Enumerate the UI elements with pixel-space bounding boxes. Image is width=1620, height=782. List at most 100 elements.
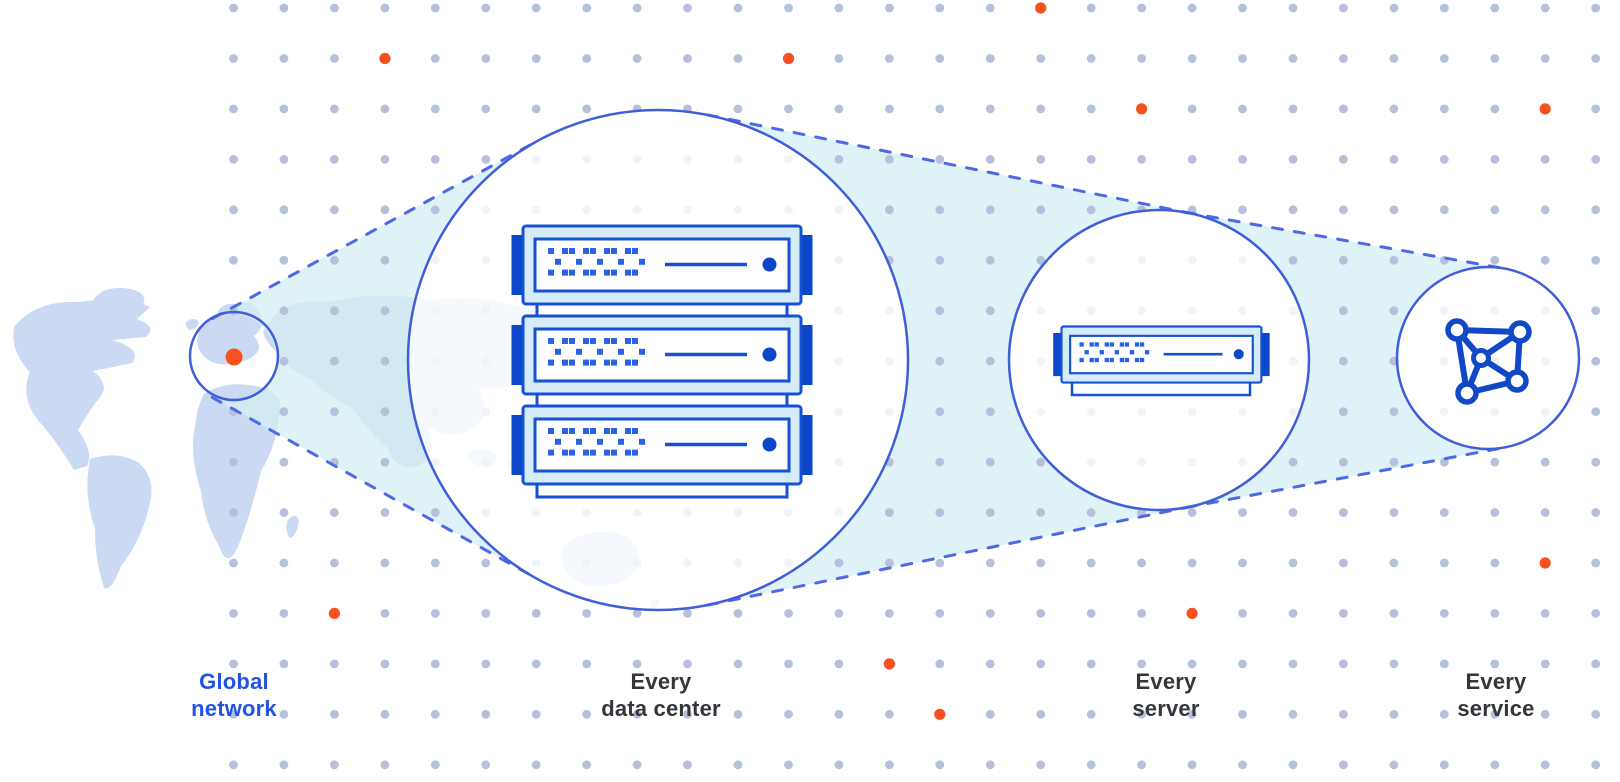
dashed-line-1-bottom — [210, 395, 539, 581]
grid-dot — [1540, 155, 1550, 164]
grid-dot — [1036, 54, 1046, 63]
grid-dot — [1591, 760, 1601, 770]
accent-dot — [1035, 2, 1047, 14]
grid-dot — [1288, 709, 1298, 719]
zoom-cone-segment-2 — [707, 115, 1189, 605]
grid-dot — [330, 659, 339, 669]
grid-dot — [481, 558, 491, 568]
grid-dot — [733, 54, 743, 63]
grid-dot — [1137, 659, 1146, 669]
grid-dot — [935, 609, 945, 618]
grid-dot — [279, 155, 289, 164]
grid-dot — [1591, 508, 1601, 517]
accent-dot — [934, 708, 946, 720]
grid-dot — [1339, 3, 1348, 13]
grid-dot — [330, 54, 339, 63]
grid-dot — [1036, 104, 1046, 114]
grid-dot — [430, 609, 440, 618]
grid-dot — [1288, 609, 1298, 618]
grid-dot — [985, 609, 995, 618]
grid-dot — [1490, 609, 1500, 618]
grid-dot — [1439, 609, 1449, 618]
grid-dot — [885, 609, 894, 618]
server-unit — [511, 404, 813, 486]
grid-dot — [229, 709, 238, 719]
grid-dot — [985, 306, 995, 316]
grid-dot — [481, 609, 491, 618]
grid-dot — [380, 155, 390, 164]
server-rack-icon — [511, 224, 813, 499]
grid-dot — [330, 205, 339, 215]
grid-dot — [1591, 659, 1601, 669]
stage-label-line: network — [191, 696, 277, 721]
server-icon — [1053, 325, 1270, 397]
grid-dot — [1339, 306, 1348, 316]
grid-dot — [380, 356, 390, 366]
dashed-line-2-bottom — [706, 505, 1191, 607]
grid-dot — [330, 558, 339, 568]
grid-dot — [1591, 457, 1601, 467]
stage-label-global-network: Global network — [191, 668, 277, 722]
grid-dot — [985, 255, 995, 265]
grid-dot — [1591, 709, 1601, 719]
grid-dot — [1137, 558, 1146, 568]
grid-dot — [733, 760, 743, 770]
grid-dot — [1591, 3, 1601, 13]
grid-dot — [531, 54, 541, 63]
grid-dot — [1591, 407, 1601, 416]
accent-dot — [883, 658, 896, 670]
grid-dot — [229, 508, 238, 517]
grid-dot — [733, 659, 743, 669]
stage-label-every-data-center: Every data center — [601, 668, 721, 722]
dashed-line-3-bottom — [1184, 446, 1506, 510]
grid-dot — [430, 659, 440, 669]
grid-dot — [1591, 255, 1601, 265]
grid-dot — [1238, 709, 1247, 719]
stage-label-line: Global — [199, 669, 269, 694]
grid-dot — [481, 104, 491, 114]
grid-dot — [1339, 609, 1348, 618]
grid-dot — [935, 104, 945, 114]
grid-dot — [1086, 659, 1096, 669]
grid-dot — [1540, 54, 1550, 63]
grid-dot — [430, 760, 440, 770]
network-mesh-icon — [1445, 318, 1532, 405]
grid-dot — [1288, 508, 1298, 517]
grid-dot — [279, 356, 289, 366]
grid-dot — [1540, 609, 1550, 618]
grid-dot — [1137, 155, 1146, 164]
grid-dot — [1591, 306, 1601, 316]
grid-dot — [380, 508, 390, 517]
grid-dot — [582, 54, 592, 63]
grid-dot — [1238, 205, 1247, 215]
grid-dot — [1288, 255, 1298, 265]
grid-dot — [935, 760, 945, 770]
grid-dot — [1288, 205, 1298, 215]
stage-label-every-server: Every server — [1132, 668, 1199, 722]
grid-dot — [784, 104, 793, 114]
grid-dot — [1540, 205, 1550, 215]
accent-dot — [328, 607, 340, 620]
stage-label-every-service: Every service — [1457, 668, 1534, 722]
zoom-cone-segment-1 — [212, 141, 538, 579]
grid-dot — [935, 255, 945, 265]
grid-dot — [1591, 356, 1601, 366]
grid-dot — [885, 205, 894, 215]
grid-dot — [834, 609, 844, 618]
grid-dot — [279, 609, 289, 618]
grid-dot — [1086, 558, 1096, 568]
stage-label-line: Every — [1465, 669, 1527, 694]
accent-dot — [379, 52, 391, 65]
grid-dot — [1389, 54, 1399, 63]
grid-dot — [935, 457, 945, 467]
grid-dot — [1086, 155, 1096, 164]
grid-dot — [683, 659, 692, 669]
grid-dot — [582, 659, 592, 669]
grid-dot — [1490, 54, 1500, 63]
grid-dot — [330, 760, 339, 770]
grid-dot — [683, 54, 692, 63]
grid-dot — [1540, 508, 1550, 517]
grid-dot — [985, 205, 995, 215]
grid-dot — [885, 558, 894, 568]
grid-dot — [1187, 508, 1197, 517]
